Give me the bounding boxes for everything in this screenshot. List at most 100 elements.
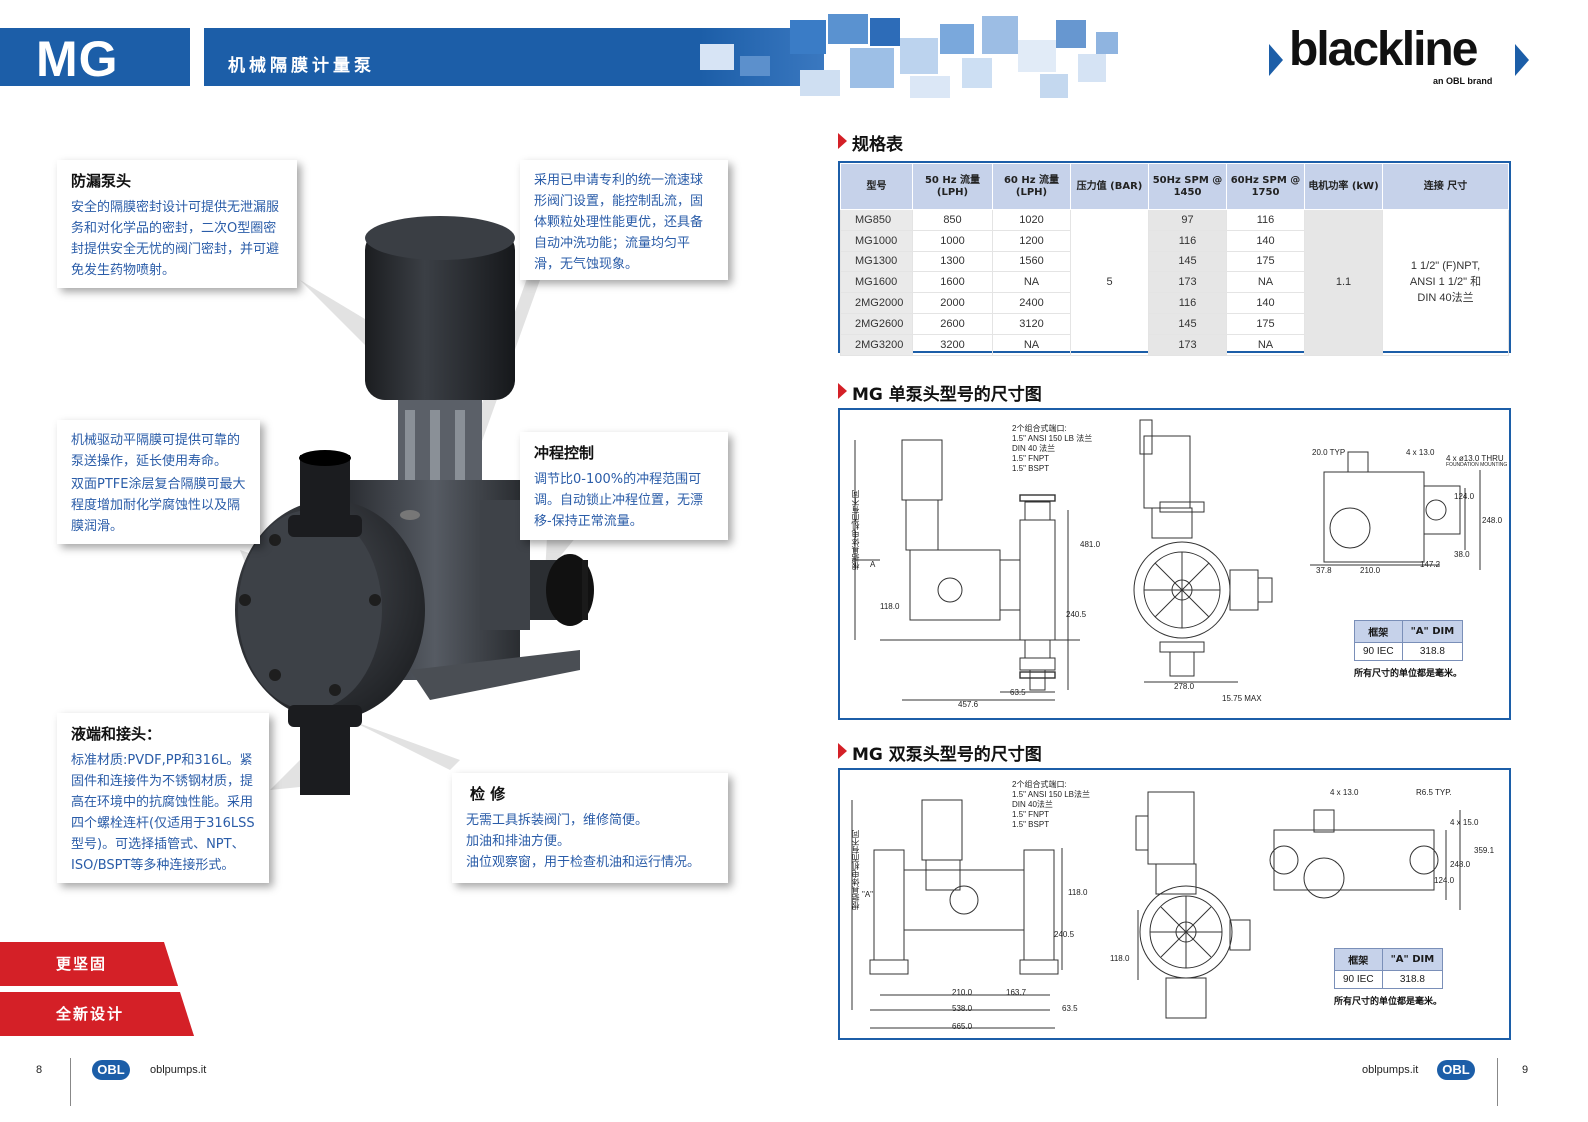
- logo-tagline: an OBL brand: [1433, 76, 1493, 86]
- single-dim-124: 124.0: [1454, 492, 1475, 501]
- pump-illustration: [235, 216, 594, 795]
- single-head-heading: MG 单泵头型号的尺寸图: [838, 380, 1042, 405]
- double-head-heading: MG 双泵头型号的尺寸图: [838, 740, 1042, 765]
- double-dim-4x13: 4 x 13.0: [1330, 788, 1359, 797]
- double-frame-table: 框架 "A" DIM 90 IEC 318.8: [1334, 948, 1444, 989]
- port-note-line: 1.5" FNPT: [1012, 810, 1050, 819]
- cell-flow-50: 2600: [912, 312, 993, 335]
- spec-col-pressure: 压力值 (BAR): [1070, 163, 1149, 210]
- single-dim-4x13-thru: 4 x ø13.0 THRU: [1446, 454, 1504, 463]
- model-code: MG: [36, 31, 119, 87]
- single-port-note: 2个组合式端口: 1.5" ANSI 150 LB 法兰 DIN 40 法兰 1…: [1012, 424, 1092, 474]
- cell-spm-50: 97: [1148, 209, 1227, 231]
- double-head-drawing-panel: 根据具体电机而有不同 "A" 2个组合式端口: 1.5" ANSI 150 LB…: [838, 768, 1511, 1040]
- single-dim-457: 457.6: [958, 700, 979, 709]
- footer-url-left[interactable]: oblpumps.it: [150, 1064, 207, 1076]
- single-head-line-drawing: [852, 419, 1481, 701]
- frame-value: 90 IEC: [1334, 970, 1383, 989]
- port-note-line: 1.5" BSPT: [1012, 820, 1050, 829]
- spec-col-power: 电机功率 (kW): [1304, 163, 1383, 210]
- single-dim-63: 63.5: [1010, 688, 1026, 697]
- callout-leakproof-title: 防漏泵头: [71, 172, 132, 190]
- single-dim-278: 278.0: [1174, 682, 1195, 691]
- cell-model: MG850: [840, 209, 913, 231]
- single-dim-210: 210.0: [1360, 566, 1381, 575]
- frame-value: 90 IEC: [1354, 642, 1403, 661]
- spec-col-spm-60: 60Hz SPM @ 1750: [1226, 163, 1305, 210]
- cell-flow-50: 1300: [912, 250, 993, 273]
- logo-left-arrow-icon: [1269, 44, 1283, 76]
- cell-flow-50: 2000: [912, 292, 993, 314]
- port-note-line: DIN 40 法兰: [1012, 444, 1056, 453]
- frame-header: 框架: [1354, 620, 1403, 643]
- double-dim-124: 124.0: [1434, 876, 1455, 885]
- cell-spm-60: 116: [1226, 209, 1305, 231]
- port-note-line: 1.5" ANSI 150 LB法兰: [1012, 790, 1090, 799]
- table-row: 2MG3200 3200 NA 173 NA: [840, 333, 1509, 356]
- callout-drive-text-2: 双面PTFE涂层复合隔膜可最大程度增加耐化学腐蚀性以及隔膜润滑。: [71, 477, 246, 534]
- callout-valves-text: 采用已申请专利的统一流速球形阀门设置，能控制乱流，固体颗粒处理性能更优，还具备自…: [534, 173, 704, 272]
- spec-col-flow-60: 60 Hz 流量 (LPH): [992, 163, 1071, 210]
- callout-wet-end: 液端和接头： 标准材质:PVDF,PP和316L。紧固件和连接件为不锈钢材质，提…: [57, 713, 269, 883]
- single-dim-20typ: 20.0 TYP: [1312, 448, 1346, 457]
- table-row: MG1000 1000 1200 116 140: [840, 229, 1509, 252]
- cell-spm-60: 140: [1226, 292, 1305, 314]
- blackline-logo: blackline an OBL brand: [1265, 23, 1535, 94]
- cell-flow-60: NA: [992, 271, 1071, 294]
- obl-logo-right: OBL: [1437, 1060, 1475, 1080]
- tab-stronger: 更坚固: [0, 942, 178, 986]
- a-dim-header: "A" DIM: [1401, 620, 1464, 643]
- cell-connection: 1 1/2" (F)NPT, ANSI 1 1/2" 和 DIN 40法兰: [1382, 209, 1509, 356]
- double-dim-240: 240.5: [1054, 930, 1075, 939]
- footer-divider-left: [70, 1058, 71, 1106]
- cell-spm-60: NA: [1226, 333, 1305, 356]
- table-row: MG1300 1300 1560 145 175: [840, 250, 1509, 273]
- cell-spm-50: 116: [1148, 229, 1227, 252]
- double-dim-4x15: 4 x 15.0: [1450, 818, 1479, 827]
- callout-drive: 机械驱动平隔膜可提供可靠的泵送操作，延长使用寿命。 双面PTFE涂层复合隔膜可最…: [57, 420, 260, 544]
- cell-spm-50: 116: [1148, 292, 1227, 314]
- cell-flow-50: 850: [912, 209, 993, 231]
- double-dim-118: 118.0: [1068, 888, 1088, 897]
- spec-col-spm-50: 50Hz SPM @ 1450: [1148, 163, 1227, 210]
- spec-col-model: 型号: [840, 163, 913, 210]
- callout-service-title: 检 修: [470, 785, 506, 803]
- single-dim-378: 37.8: [1316, 566, 1332, 575]
- cell-spm-50: 145: [1148, 250, 1227, 273]
- logo-wordmark: blackline: [1289, 23, 1478, 76]
- callout-service-line-3: 油位观察窗，用于检查机油和运行情况。: [466, 855, 701, 870]
- table-row: MG1600 1600 NA 173 NA: [840, 271, 1509, 294]
- port-note-line: DIN 40法兰: [1012, 800, 1053, 809]
- footer-url-right[interactable]: oblpumps.it: [1362, 1064, 1419, 1076]
- a-dim-header: "A" DIM: [1381, 948, 1444, 971]
- double-dim-163: 163.7: [1006, 988, 1027, 997]
- frame-header: 框架: [1334, 948, 1383, 971]
- double-head-line-drawing: [851, 791, 1461, 1029]
- double-dim-210: 210.0: [952, 988, 973, 997]
- single-frame-table: 框架 "A" DIM 90 IEC 318.8: [1354, 620, 1464, 661]
- double-dim-r65: R6.5 TYP.: [1416, 788, 1452, 797]
- callout-service-line-2: 加油和排油方便。: [466, 834, 571, 849]
- single-dim-38: 38.0: [1454, 550, 1470, 559]
- cell-model: 2MG2600: [840, 312, 913, 335]
- single-units-note: 所有尺寸的单位都是毫米。: [1354, 669, 1463, 679]
- single-dim-240: 240.5: [1066, 610, 1087, 619]
- model-banner: MG: [0, 28, 190, 87]
- cell-model: MG1600: [840, 271, 913, 294]
- obl-logo-left: OBL: [92, 1060, 130, 1080]
- cell-model: 2MG2000: [840, 292, 913, 314]
- page-number-left: 8: [36, 1064, 43, 1076]
- cell-flow-60: 2400: [992, 292, 1071, 314]
- callout-leakproof-text: 安全的隔膜密封设计可提供无泄漏服务和对化学品的密封，二次O型圈密封提供安全无忧的…: [71, 200, 280, 278]
- single-dim-248: 248.0: [1482, 516, 1503, 525]
- single-head-drawing-panel: 根据具体电机而有不同 A 2个组合式端口: 1.5" ANSI 150 LB 法…: [838, 408, 1511, 720]
- double-dim-538: 538.0: [952, 1004, 973, 1013]
- port-note-line: 2个组合式端口:: [1012, 780, 1067, 789]
- cell-pressure: 5: [1070, 209, 1149, 356]
- callout-wet-end-text: 标准材质:PVDF,PP和316L。紧固件和连接件为不锈钢材质，提高在环境中的抗…: [71, 753, 255, 873]
- cell-spm-50: 173: [1148, 271, 1227, 294]
- table-row: MG850 850 1020 5 97 116 1.1 1 1/2" (F)NP…: [840, 209, 1509, 356]
- spec-header-row: 型号 50 Hz 流量 (LPH) 60 Hz 流量 (LPH) 压力值 (BA…: [840, 163, 1509, 210]
- spec-col-flow-50: 50 Hz 流量 (LPH): [912, 163, 993, 210]
- cell-flow-50: 3200: [912, 333, 993, 356]
